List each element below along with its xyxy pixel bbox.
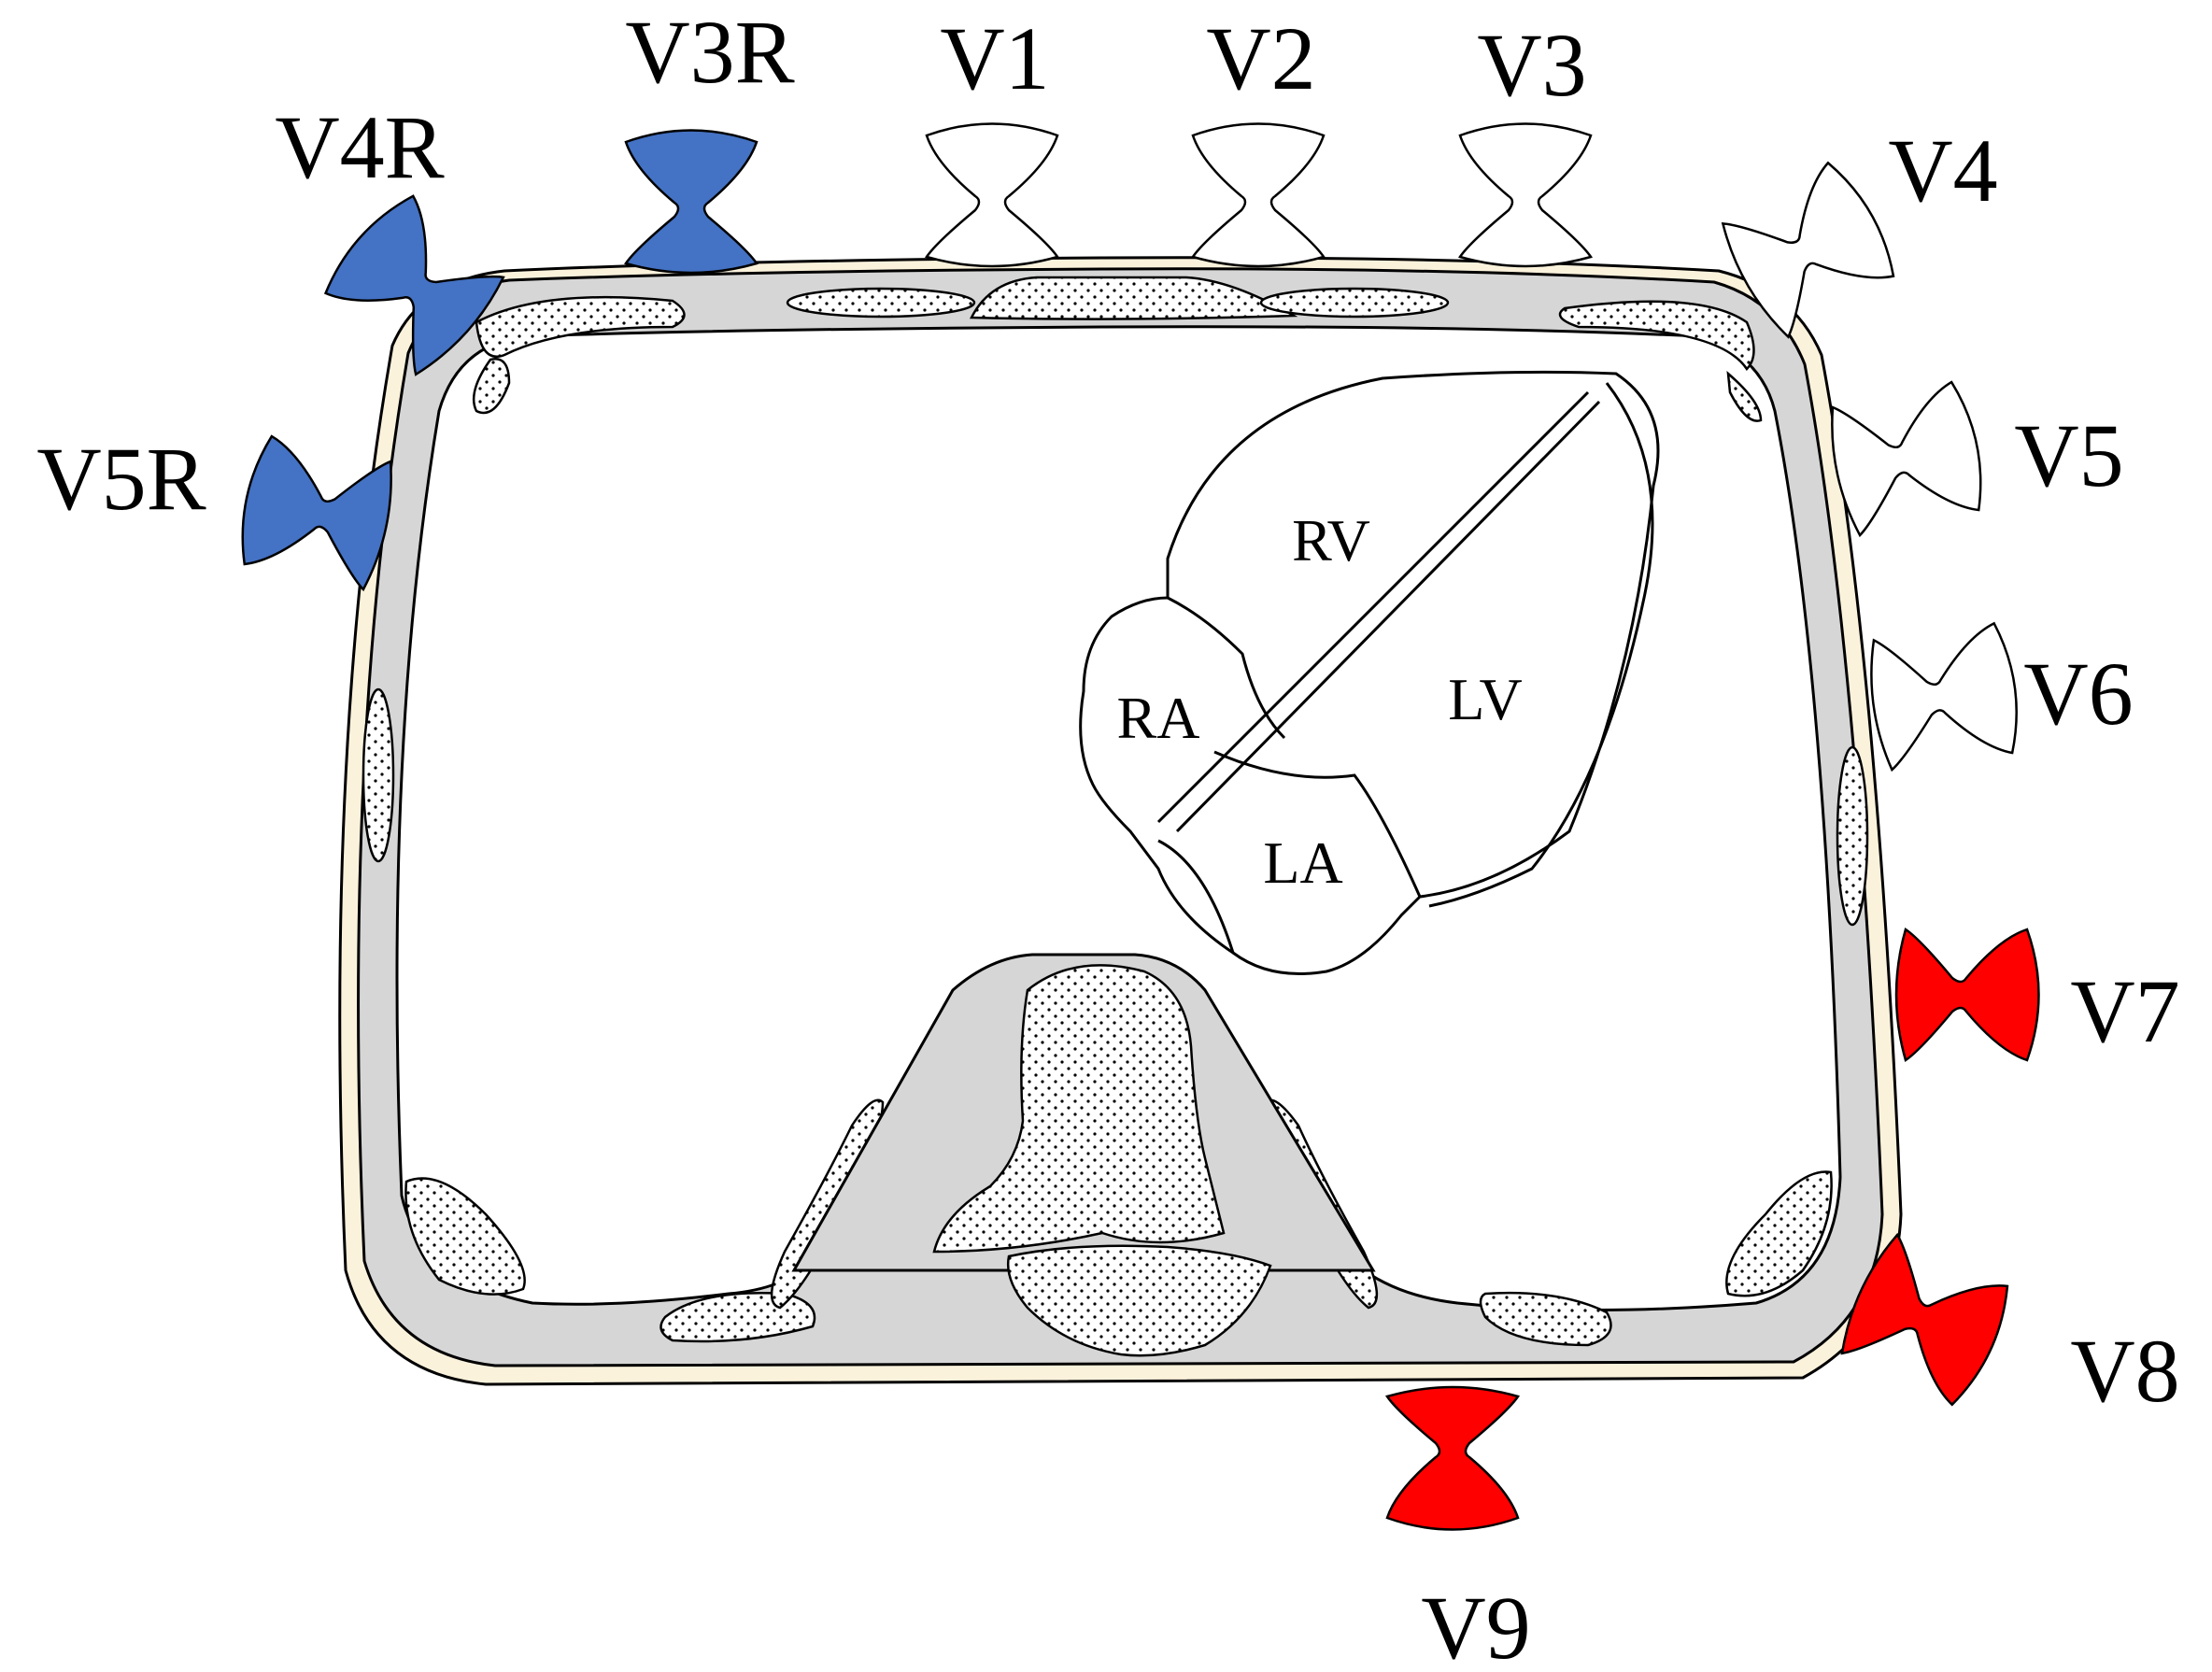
lead-label-v7: V7: [2070, 961, 2179, 1061]
lead-label-v9: V9: [1421, 1578, 1530, 1672]
lead-label-v5: V5: [2014, 405, 2123, 505]
vertebral-body: [1006, 1244, 1272, 1357]
lead-label-v6: V6: [2023, 644, 2133, 744]
electrode-v7: [1894, 928, 2040, 1062]
lead-label-v2: V2: [1206, 8, 1315, 108]
chamber-label-lv: LV: [1448, 666, 1522, 732]
lead-label-v1: V1: [940, 8, 1049, 108]
lead-label-v4: V4: [1888, 120, 1997, 220]
electrode-v3r: [624, 129, 759, 275]
electrode-v5: [1822, 378, 1992, 539]
ribs: [362, 287, 1869, 1347]
chamber-label-ra: RA: [1117, 685, 1200, 751]
lead-label-v8: V8: [2070, 1321, 2179, 1421]
chamber-label-la: LA: [1263, 829, 1342, 896]
heart-outline: [1079, 370, 1660, 975]
electrode-v6: [1863, 620, 2025, 772]
electrode-v1: [925, 122, 1059, 268]
lead-label-v4r: V4R: [275, 97, 444, 197]
electrode-v9: [1385, 1385, 1520, 1531]
electrode-v2: [1191, 122, 1326, 268]
chamber-label-rv: RV: [1292, 507, 1370, 574]
vertebra: [932, 964, 1226, 1254]
lead-label-v5r: V5R: [36, 429, 206, 529]
electrode-v3: [1458, 122, 1593, 268]
lead-label-v3r: V3R: [625, 2, 794, 102]
heart: [1079, 370, 1660, 975]
lead-label-v3: V3: [1477, 15, 1586, 115]
